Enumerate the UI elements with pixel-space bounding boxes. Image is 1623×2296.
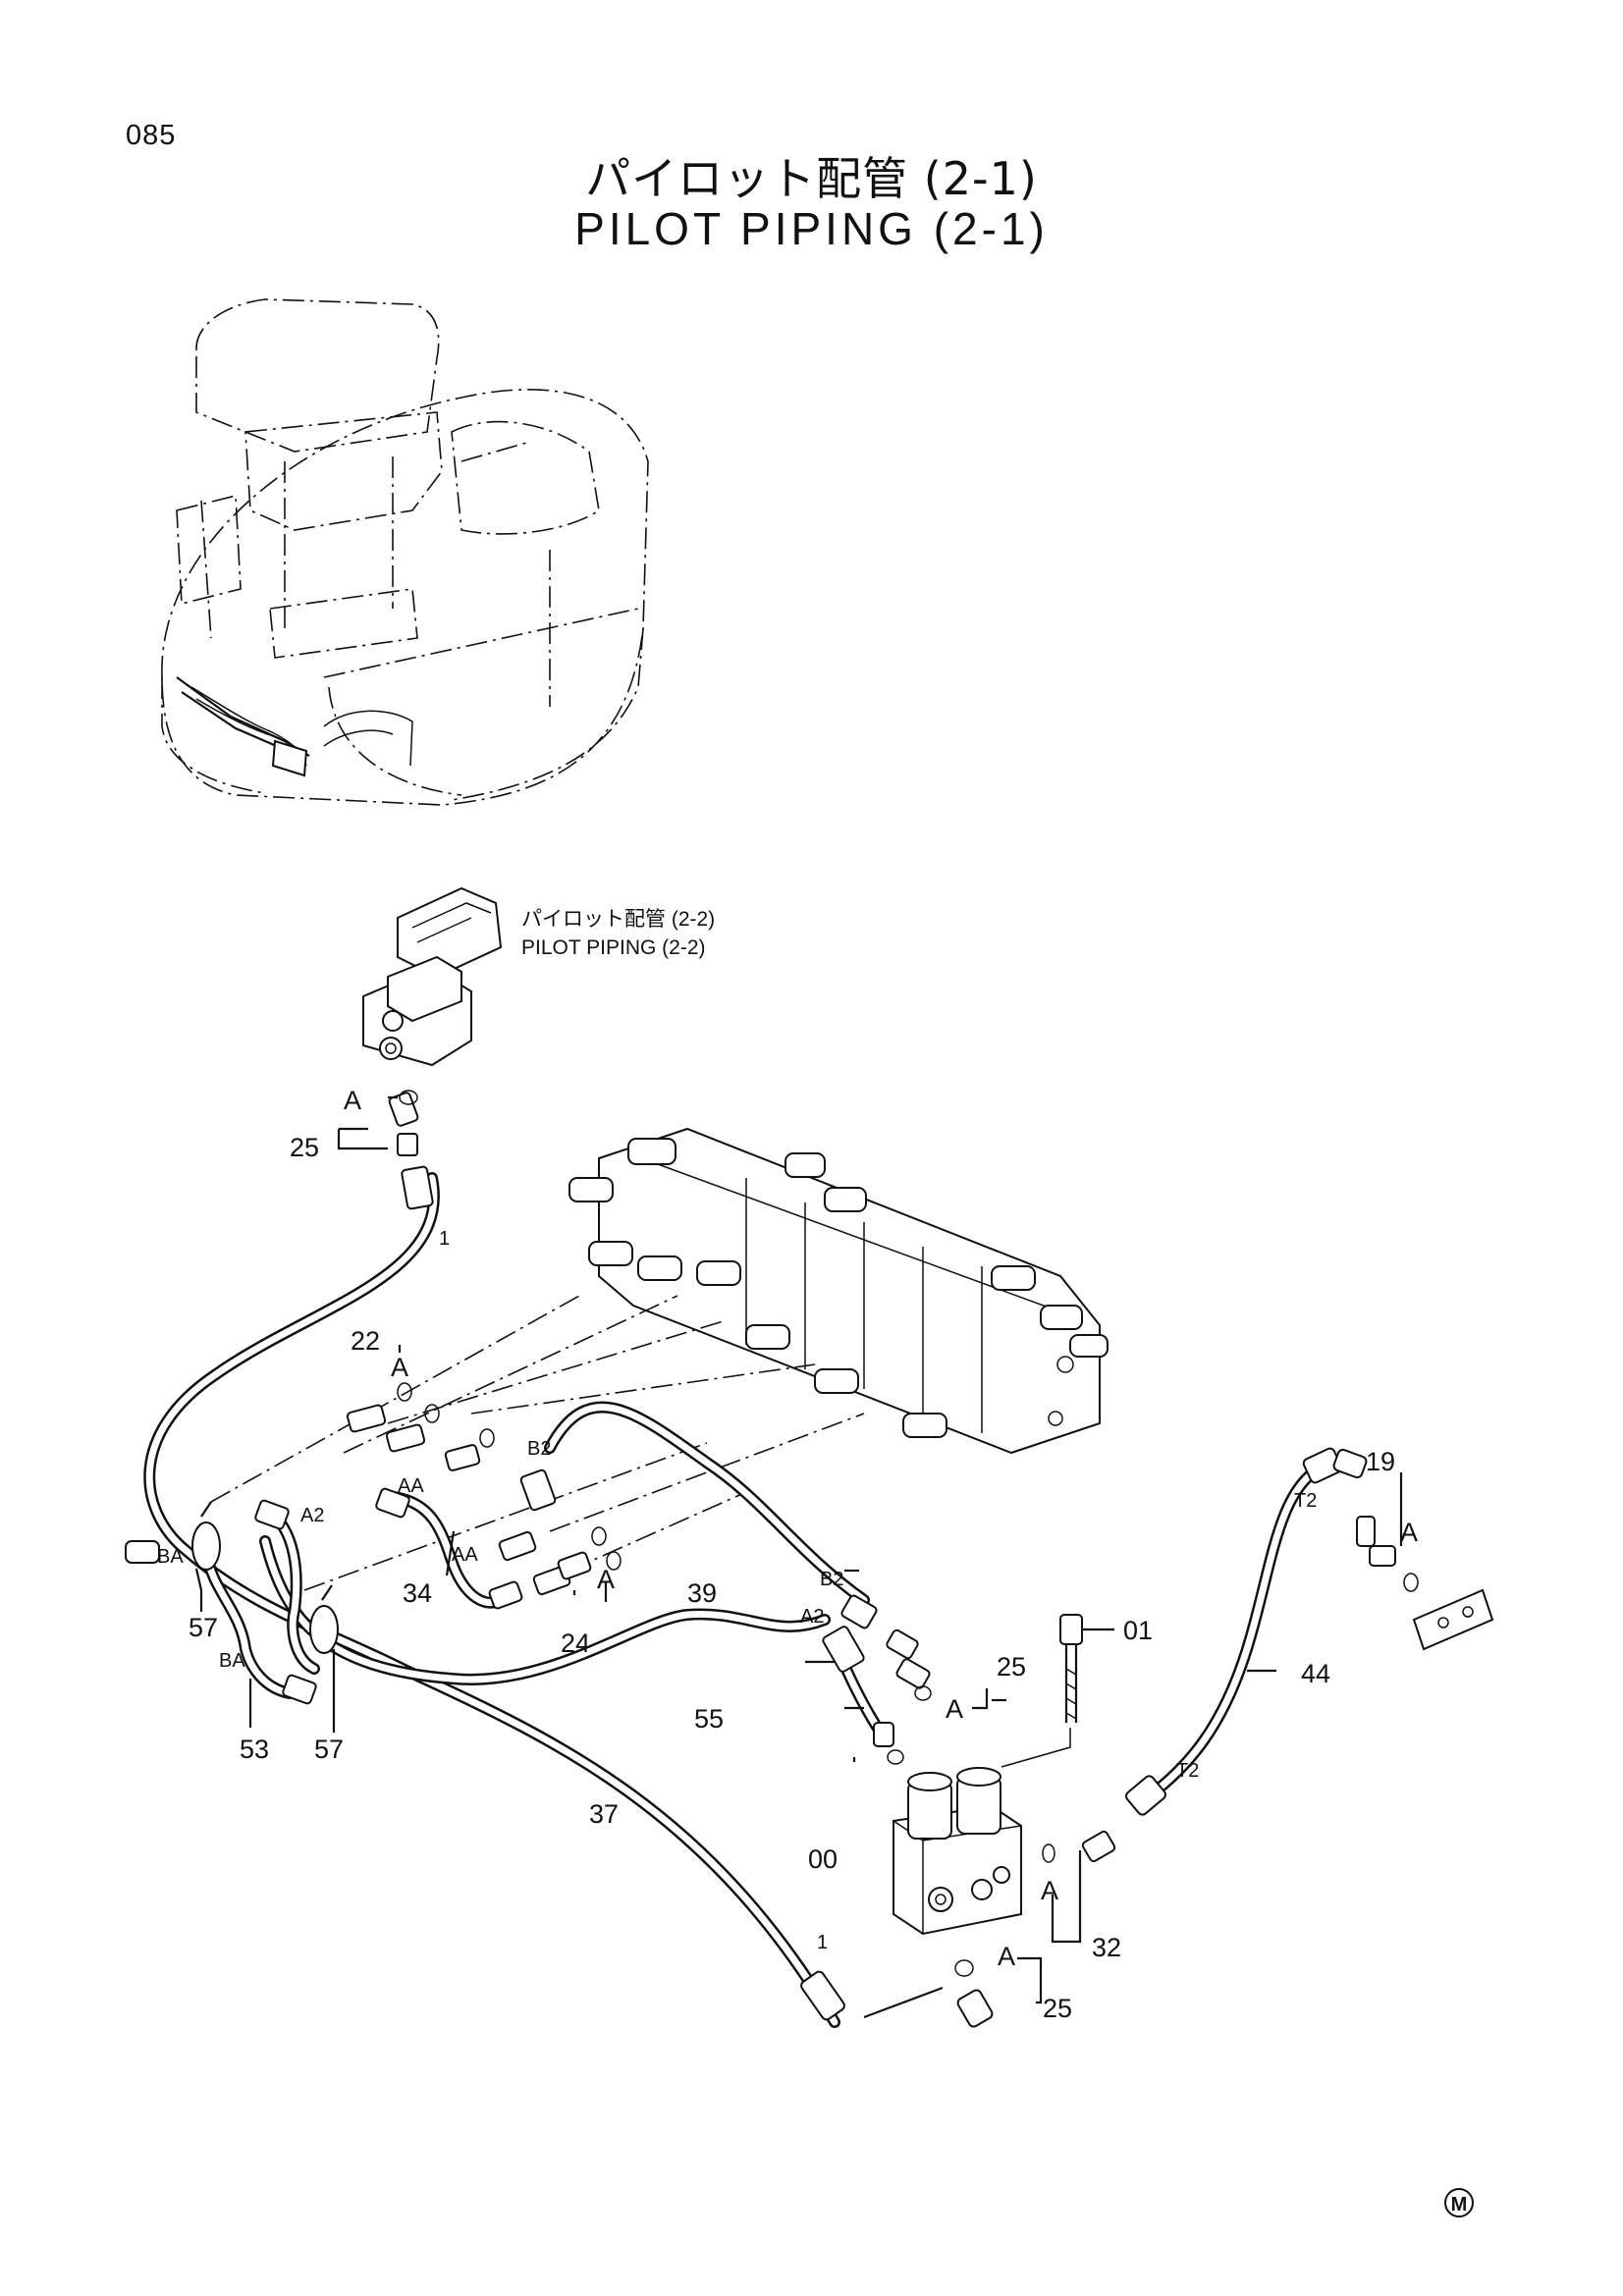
part-34-label: 34 [403,1578,432,1608]
part-57-right-label: 57 [314,1735,344,1764]
part-24-label: 24 [561,1629,590,1658]
fittings [125,1090,1494,2028]
port-b2-top-label: B2 [527,1438,551,1460]
port-1-top-label: 1 [439,1228,450,1250]
port-aa-top-label: AA [398,1475,424,1497]
leader-lines [194,1095,1403,2019]
part-57-left-label: 57 [189,1613,218,1642]
detail-a-25-bottom: A [998,1942,1015,1971]
corner-m-letter: M [1451,2194,1468,2216]
detail-a-25-mid: A [946,1694,963,1724]
port-a2-left-label: A2 [300,1505,324,1526]
part-number-labels: 25 22 34 24 39 25 01 44 19 57 57 53 55 3… [189,1133,1395,2023]
detail-a-22: A [391,1353,408,1382]
control-valve-illustration [568,1127,1109,1455]
part-01-label: 01 [1123,1616,1153,1645]
center-lines [210,1295,865,1591]
port-t2-top-label: T2 [1294,1490,1317,1512]
part-00-label: 00 [808,1844,838,1874]
port-b2-right-label: B2 [820,1569,843,1590]
part-39-label: 39 [687,1578,717,1608]
title-japanese: パイロット配管 (2-1) [585,152,1038,205]
ref-title-english: PILOT PIPING (2-2) [521,936,706,959]
port-aa-bottom-label: AA [452,1544,478,1566]
port-labels: A2 B2 AA AA BA BA B2 A2 T2 T2 1 1 [157,1228,1317,1953]
corner-m-mark: M [1444,2188,1474,2217]
port-ba-bottom-label: BA [219,1650,245,1672]
part-22-label: 22 [351,1326,380,1356]
spool-caps [568,1138,1109,1438]
part-53-label: 53 [240,1735,269,1764]
part-25-mid-label: 25 [997,1652,1026,1682]
detail-a-top: A [344,1086,361,1115]
solenoid-valve-illustration [893,1728,1071,1936]
detail-a-19: A [1400,1518,1418,1547]
port-a2-right-label: A2 [800,1606,824,1628]
part-19-label: 19 [1366,1447,1395,1476]
part-37-label: 37 [589,1799,619,1829]
pilot-valve-illustration [362,886,503,1067]
port-t2-bottom-label: T2 [1176,1760,1199,1782]
detail-a-24: A [597,1565,615,1594]
detail-a-32: A [1041,1876,1058,1905]
part-32-label: 32 [1092,1933,1121,1962]
page-number: 085 [126,120,177,151]
title-english: PILOT PIPING (2-1) [574,203,1049,254]
part-25-top-label: 25 [290,1133,319,1162]
machine-overview-illustration [161,298,649,806]
part-25-bottom-label: 25 [1043,1994,1072,2023]
port-ba-left-label: BA [157,1546,184,1568]
part-55-label: 55 [694,1704,724,1734]
part-44-label: 44 [1301,1659,1330,1688]
ref-title-japanese: パイロット配管 (2-2) [521,908,715,931]
detail-marks: A A A A A A A [344,1086,1418,1971]
port-1-bottom-label: 1 [817,1932,828,1953]
